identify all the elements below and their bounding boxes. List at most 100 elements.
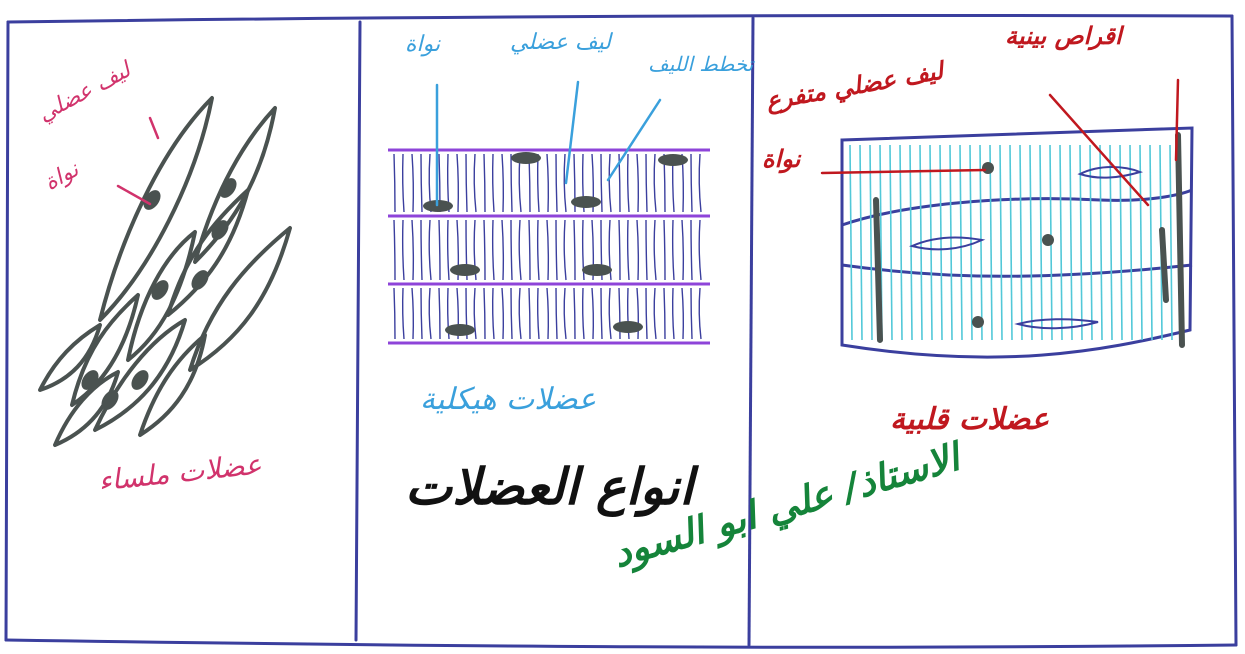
frame-left [4,20,10,642]
skeletal-striation [501,153,505,213]
skeletal-striation [626,153,630,213]
divider-right [747,16,755,647]
smooth-cell-outline [70,293,140,407]
skeletal-striation [393,219,396,281]
skeletal-striation [428,287,432,340]
skeletal-striation [420,219,423,281]
skeletal-striation [690,219,693,281]
frame-top [6,13,1234,24]
skeletal-striation [510,287,513,340]
skeletal-striation [591,287,595,340]
smooth-nucleus [211,220,229,240]
skeletal-striation [563,287,567,340]
skeletal-striation [653,219,657,281]
cardiac-striation [909,144,913,341]
skeletal-striation [555,153,558,213]
cardiac-striation [989,144,993,341]
cardiac-striation [1069,144,1073,341]
skeletal-striation [546,219,550,281]
smooth-nucleus [131,370,149,390]
skeletal-nucleus [658,154,688,166]
skeletal-striation [491,153,495,213]
skeletal-striation [626,219,630,281]
skeletal-striation [600,287,603,340]
skeletal-nucleus [571,196,601,208]
cardiac-striation [929,144,933,341]
smooth-fiber-pointer [148,116,160,140]
skeletal-striation [573,153,576,213]
skeletal-striations-label: تخطط الليف [648,52,754,76]
cardiac-striation [1139,144,1143,341]
skeletal-striation [698,219,702,281]
cardiac-striation [869,144,873,341]
cardiac-striation [859,144,863,341]
smooth-nucleus-pointer [116,184,152,206]
skeletal-fiber-pointer [564,80,580,185]
skeletal-striation [681,287,685,340]
intercalated-disc [1159,227,1169,303]
smooth-cell-outline [126,230,197,362]
skeletal-striation [573,287,576,340]
skeletal-striation [653,287,657,340]
smooth-cell-outline [53,370,120,447]
skeletal-striation [501,287,505,340]
cardiac-branch-junction [1077,166,1144,179]
skeletal-striation [393,287,396,340]
skeletal-striation [546,287,550,340]
cardiac-striation [939,144,943,341]
cardiac-striation [1109,144,1113,341]
smooth-cell-outline [138,333,207,437]
skeletal-striation [645,287,648,340]
skeletal-striation [438,219,441,281]
skeletal-striation [483,219,486,281]
skeletal-muscle-fibers [388,148,710,345]
skeletal-striation [581,287,585,340]
skeletal-striation [636,287,640,340]
cardiac-striation [1089,144,1093,341]
skeletal-striation [456,153,460,213]
skeletal-striation [555,219,558,281]
skeletal-striation [681,219,685,281]
cardiac-striation [979,144,983,341]
cardiac-striation [999,144,1003,341]
skeletal-nucleus [450,264,480,276]
cardiac-branch-line [841,263,1193,278]
skeletal-striation [698,153,702,213]
skeletal-striation [573,219,576,281]
skeletal-striation [510,219,513,281]
cardiac-muscle-name: عضلات قلبية [890,402,1049,437]
skeletal-nucleus [445,324,475,336]
cardiac-nucleus-label: نواة [762,145,801,173]
smooth-nucleus [151,280,169,300]
skeletal-striation [518,219,522,281]
page-title: انواع العضلات [405,458,694,516]
skeletal-striation [608,219,612,281]
skeletal-striation [618,287,621,340]
skeletal-striation [546,153,550,213]
cardiac-nucleus [982,162,994,174]
smooth-cell-outline [188,226,292,372]
skeletal-striation [698,287,702,340]
skeletal-striation [645,219,648,281]
skeletal-striation [536,219,540,281]
skeletal-striation [438,287,441,340]
smooth-muscle-cells [38,96,292,447]
skeletal-striation [618,153,621,213]
skeletal-striation [690,287,693,340]
skeletal-nucleus [582,264,612,276]
cardiac-striation [889,144,893,341]
cardiac-striation [1129,144,1133,341]
smooth-nucleus [101,390,119,410]
smooth-cell-outline [93,318,187,432]
cardiac-striation [1079,144,1083,341]
skeletal-nucleus-label: نواة [405,32,441,57]
cardiac-striation [969,144,973,341]
skeletal-striation [563,219,567,281]
smooth-cell-outline [98,96,214,322]
skeletal-striation [600,153,603,213]
cardiac-striation [1029,144,1033,341]
smooth-nucleus [219,178,237,198]
cardiac-striation [949,144,953,341]
cardiac-striation [1099,144,1103,341]
intercalated-disc [1175,132,1185,348]
